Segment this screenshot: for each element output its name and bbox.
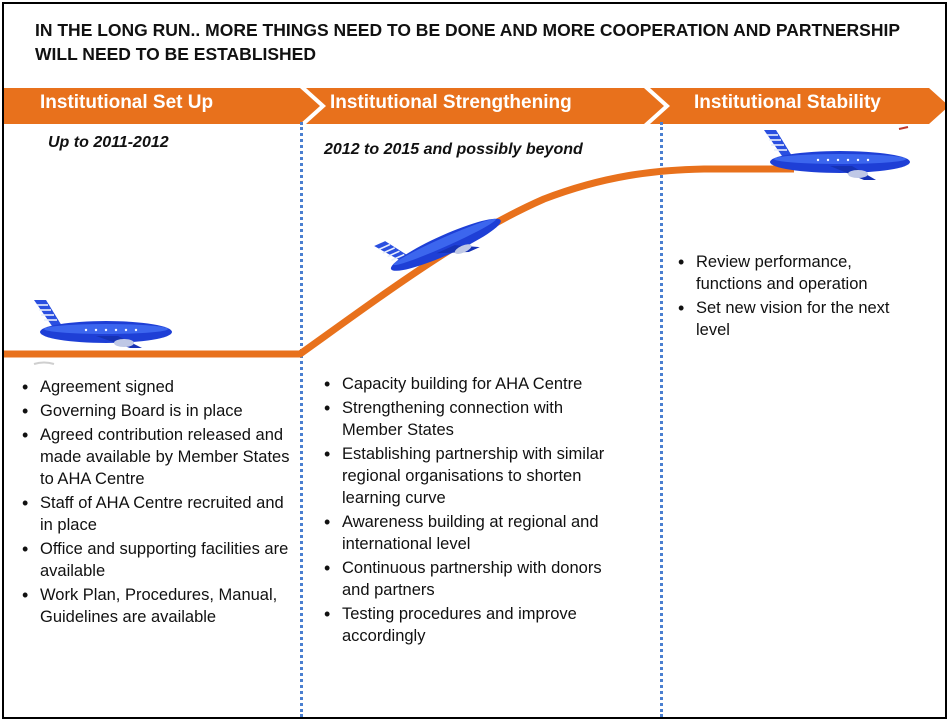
list-item: Work Plan, Procedures, Manual, Guideline… <box>18 584 296 628</box>
stage-label-setup: Institutional Set Up <box>40 92 214 113</box>
list-item: Set new vision for the next level <box>674 297 914 341</box>
ground-shadow <box>33 361 55 365</box>
list-item: Staff of AHA Centre recruited and in pla… <box>18 492 296 536</box>
slide-title: IN THE LONG RUN.. MORE THINGS NEED TO BE… <box>35 20 900 64</box>
list-item: Capacity building for AHA Centre <box>320 373 620 395</box>
stage-banner <box>4 88 945 124</box>
stage-label-strengthening: Institutional Strengthening <box>330 92 572 113</box>
airplane-icon <box>374 218 501 271</box>
bullets-setup: Agreement signedGoverning Board is in pl… <box>18 376 296 630</box>
list-item: Review performance, functions and operat… <box>674 251 914 295</box>
period-strengthening: 2012 to 2015 and possibly beyond <box>324 141 583 158</box>
growth-curve <box>4 126 909 365</box>
list-item: Continuous partnership with donors and p… <box>320 557 620 601</box>
stage-label-stability: Institutional Stability <box>694 92 881 113</box>
divider-1 <box>300 122 303 717</box>
list-item: Establishing partnership with similar re… <box>320 443 620 509</box>
airplane-icon <box>34 300 172 348</box>
stability-mark <box>898 126 909 130</box>
period-setup: Up to 2011-2012 <box>48 134 169 151</box>
bullets-strengthening: Capacity building for AHA CentreStrength… <box>320 373 620 649</box>
banner-segment-strengthening <box>306 88 664 124</box>
list-item: Strengthening connection with Member Sta… <box>320 397 620 441</box>
list-item: Testing procedures and improve according… <box>320 603 620 647</box>
list-item: Agreed contribution released and made av… <box>18 424 296 490</box>
list-item: Office and supporting facilities are ava… <box>18 538 296 582</box>
growth-curve-line <box>4 165 794 358</box>
banner-segment-setup <box>4 88 320 124</box>
divider-2 <box>660 122 663 717</box>
list-item: Governing Board is in place <box>18 400 296 422</box>
airplane-icon <box>764 130 910 180</box>
bullets-stability: Review performance, functions and operat… <box>674 251 914 343</box>
banner-segment-stability <box>650 88 945 124</box>
list-item: Awareness building at regional and inter… <box>320 511 620 555</box>
list-item: Agreement signed <box>18 376 296 398</box>
